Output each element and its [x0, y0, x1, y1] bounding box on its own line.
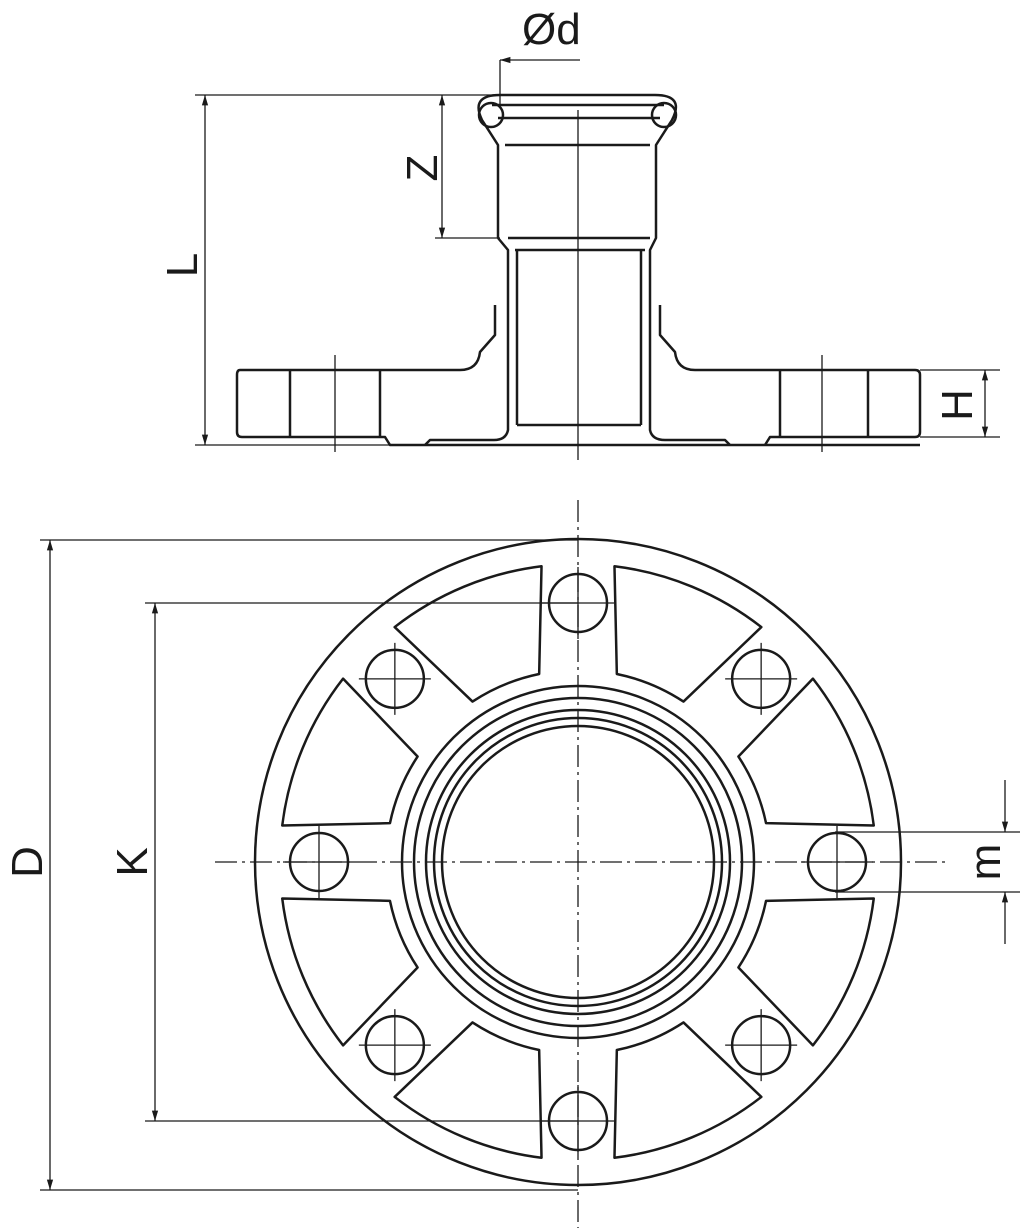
label-l: L — [158, 253, 207, 277]
label-z: Z — [398, 155, 447, 182]
label-h: H — [933, 389, 982, 421]
flange-pocket — [737, 677, 876, 827]
label-m: m — [961, 844, 1010, 881]
label-d: D — [3, 846, 52, 878]
flange-pocket — [737, 897, 876, 1047]
label-od: Ød — [522, 5, 581, 54]
flange-pocket — [280, 897, 419, 1047]
flange-pocket — [613, 564, 763, 703]
flange-pocket — [613, 1021, 763, 1160]
top-view — [40, 500, 1020, 1228]
flange-pocket — [280, 677, 419, 827]
flange-pocket — [393, 564, 543, 703]
side-view — [195, 56, 1000, 460]
label-k: K — [108, 847, 157, 876]
flange-pocket — [393, 1021, 543, 1160]
